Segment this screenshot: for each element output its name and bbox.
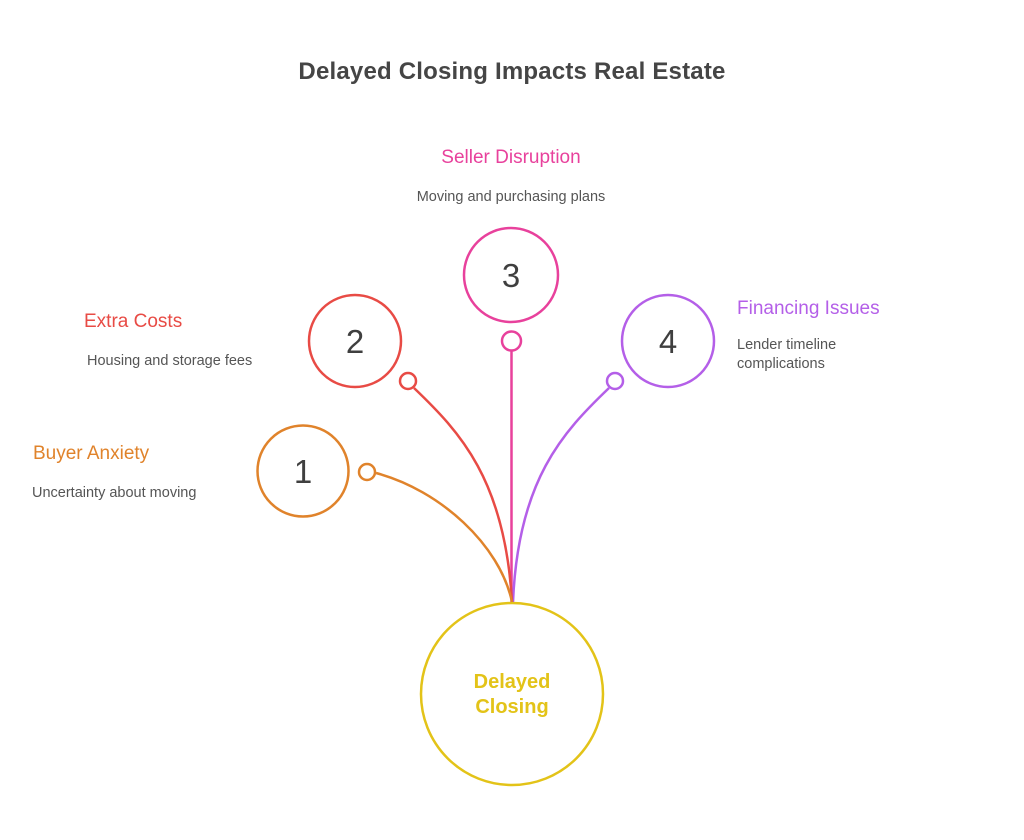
branch-title-extra-costs: Extra Costs xyxy=(84,311,183,332)
connector-line-1 xyxy=(375,471,514,603)
node-circle-2 xyxy=(307,293,403,389)
node-circle-4 xyxy=(620,293,716,389)
branch-subtitle-seller-disruption: Moving and purchasing plans xyxy=(416,189,606,205)
branch-title-seller-disruption: Seller Disruption xyxy=(441,147,581,168)
center-node-circle xyxy=(419,601,605,787)
connector-dot-4 xyxy=(605,371,625,391)
connector-dot-1 xyxy=(357,462,377,482)
connector-dot-2 xyxy=(398,371,418,391)
connector-dot-3 xyxy=(500,330,523,352)
node-circle-3 xyxy=(462,226,560,324)
node-number-1: 1 xyxy=(293,453,313,490)
center-node-label: Delayed Closing xyxy=(473,671,551,718)
branch-subtitle-buyer-anxiety: Uncertainty about moving xyxy=(32,485,197,501)
connector-line-4 xyxy=(511,387,610,603)
node-number-3: 3 xyxy=(501,257,521,294)
branch-subtitle-financing-issues: Lender timeline complications xyxy=(737,337,837,372)
connector-line-2 xyxy=(413,387,514,603)
node-number-4: 4 xyxy=(658,323,678,360)
node-circle-1 xyxy=(256,424,350,518)
branch-subtitle-extra-costs: Housing and storage fees xyxy=(87,353,253,369)
branch-title-buyer-anxiety: Buyer Anxiety xyxy=(33,443,150,464)
node-number-2: 2 xyxy=(345,323,365,360)
page-title: Delayed Closing Impacts Real Estate xyxy=(298,58,726,85)
branch-title-financing-issues: Financing Issues xyxy=(737,298,880,319)
